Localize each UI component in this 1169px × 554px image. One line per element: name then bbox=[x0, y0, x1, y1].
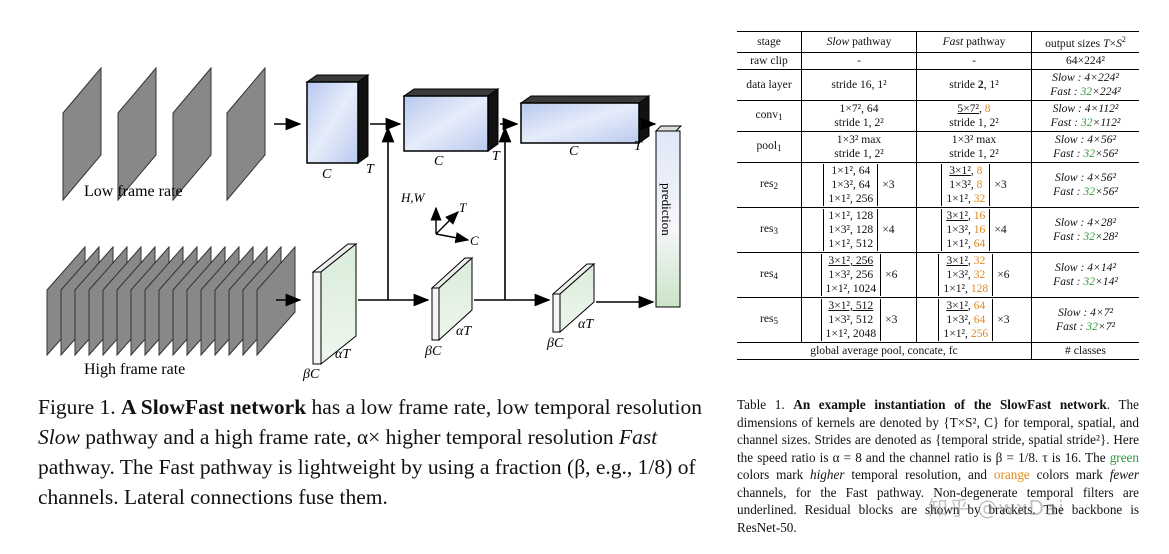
row-raw-clip: raw clip - - 64×224² bbox=[737, 52, 1139, 70]
high-frame-rate-frames bbox=[46, 245, 296, 357]
slow-kernel-line: 3×1², 256 bbox=[828, 253, 874, 267]
prediction-bar: prediction bbox=[654, 125, 683, 308]
high-frame-rate-frame bbox=[256, 245, 296, 357]
fast2-betaC-label: βC bbox=[424, 344, 442, 359]
low-frame-rate-label: Low frame rate bbox=[84, 183, 183, 200]
fast2-alphaT-label: αT bbox=[456, 324, 472, 339]
fast3-alphaT-label: αT bbox=[578, 317, 594, 332]
slow2-T-label: T bbox=[492, 149, 501, 164]
slowfast-figure: Low frame rate High frame rate C T C T C… bbox=[46, 66, 683, 382]
fast-kernel-line: 1×3², 16 bbox=[946, 222, 986, 236]
axis-HW-label: H,W bbox=[400, 190, 426, 205]
slow-block-3 bbox=[519, 95, 651, 144]
header-stage: stage bbox=[737, 31, 802, 53]
header-fast: Fast pathway bbox=[916, 31, 1032, 53]
header-slow: Slow pathway bbox=[801, 31, 917, 53]
watermark: 知乎 @wxDai bbox=[928, 496, 1065, 520]
slow1-C-label: C bbox=[322, 167, 332, 182]
slow-kernel-line: 1×3², 256 bbox=[828, 267, 874, 281]
architecture-table: stage Slow pathway Fast pathway output s… bbox=[737, 31, 1139, 360]
slow-block-1 bbox=[305, 74, 370, 164]
high-frame-rate-label: High frame rate bbox=[84, 361, 185, 378]
table-caption: Table 1. An example instantiation of the… bbox=[737, 397, 1140, 535]
axes-legend: H,W T C bbox=[400, 190, 479, 248]
slow-kernel-line: 1×1², 1024 bbox=[825, 281, 877, 295]
figure-caption-title: A SlowFast network bbox=[121, 395, 307, 419]
fast-kernel-line: 3×1², 32 bbox=[946, 253, 986, 267]
figure-caption-prefix: Figure 1. bbox=[38, 395, 116, 419]
slow-kernel-line: 1×1², 128 bbox=[828, 208, 874, 222]
fast-kernel-line: 3×1², 16 bbox=[946, 208, 986, 222]
fast-kernel-line: 1×3², 32 bbox=[946, 267, 986, 281]
row-data-layer: data layer stride 16, 1² stride 2, 1² Sl… bbox=[737, 69, 1139, 101]
header-output: output sizes T×S2 bbox=[1031, 31, 1139, 53]
fast-kernel-line: 3×1², 8 bbox=[949, 163, 983, 177]
figure-caption-text1: has a low frame rate, low temporal resol… bbox=[306, 395, 703, 419]
fast3-betaC-label: βC bbox=[546, 336, 564, 351]
low-frame-rate-frames bbox=[62, 66, 266, 202]
slow1-T-label: T bbox=[366, 162, 375, 177]
prediction-label: prediction bbox=[659, 183, 674, 236]
slow-kernel-line: 1×1², 64 bbox=[831, 163, 871, 177]
row-final: global average pool, concate, fc # class… bbox=[737, 342, 1139, 360]
slow-kernel-line: 1×3², 64 bbox=[831, 177, 871, 191]
figure-caption: Figure 1. A SlowFast network has a low f… bbox=[38, 392, 703, 512]
slow-kernel-line: 1×3², 512 bbox=[828, 312, 874, 326]
figure-caption-text3: pathway. The Fast pathway is lightweight… bbox=[38, 455, 696, 509]
fast1-betaC-label: βC bbox=[302, 367, 320, 382]
slow3-C-label: C bbox=[569, 144, 579, 159]
slow-kernel-line: 1×1², 256 bbox=[828, 191, 874, 205]
slow-kernel-line: 3×1², 512 bbox=[828, 298, 874, 312]
slow-kernel-line: 1×1², 512 bbox=[828, 236, 874, 250]
fast-block-2 bbox=[430, 256, 474, 342]
fast-kernel-line: 1×3², 64 bbox=[946, 312, 986, 326]
figure-caption-fast: Fast bbox=[619, 425, 658, 449]
fast-block-3 bbox=[551, 262, 596, 334]
fast-block-1 bbox=[311, 242, 358, 366]
slow-block-2 bbox=[402, 88, 500, 152]
axis-C-label: C bbox=[470, 233, 479, 248]
fast1-alphaT-label: αT bbox=[335, 347, 351, 362]
fast-kernel-line: 1×1², 64 bbox=[946, 236, 986, 250]
fast-kernel-line: 1×1², 32 bbox=[946, 191, 986, 205]
figure-caption-text2: pathway and a high frame rate, α× higher… bbox=[79, 425, 620, 449]
slow3-T-label: T bbox=[634, 139, 643, 154]
fast-kernel-line: 1×3², 8 bbox=[949, 177, 983, 191]
fast-kernel-line: 1×1², 256 bbox=[943, 326, 989, 340]
slow-kernel-line: 1×1², 2048 bbox=[825, 326, 877, 340]
axis-T-label: T bbox=[459, 200, 467, 215]
fast-kernel-line: 1×1², 128 bbox=[943, 281, 989, 295]
fast-kernel-line: 3×1², 64 bbox=[946, 298, 986, 312]
slow-kernel-line: 1×3², 128 bbox=[828, 222, 874, 236]
figure-caption-slow: Slow bbox=[38, 425, 80, 449]
slow2-C-label: C bbox=[434, 154, 444, 169]
